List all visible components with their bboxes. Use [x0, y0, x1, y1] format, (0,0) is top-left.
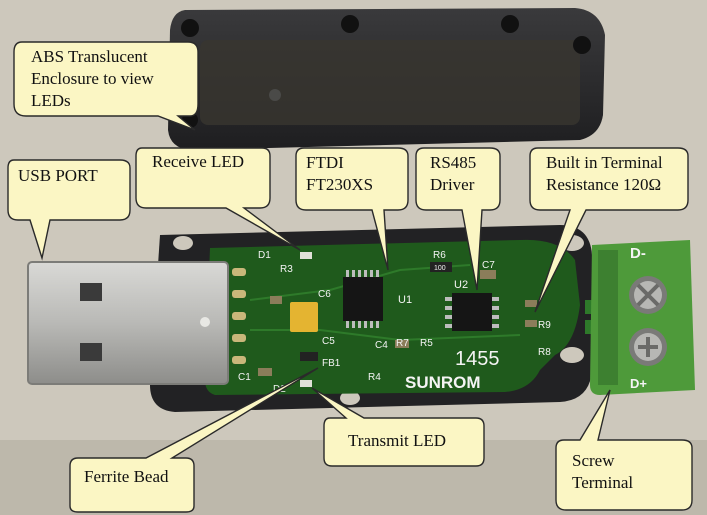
- callout-terminal-resistance-line1: Built in Terminal: [546, 153, 663, 172]
- callout-terminal-resistance-line2: Resistance 120Ω: [546, 175, 662, 194]
- pcb-label-u1: U1: [398, 294, 412, 306]
- pcb-label-r4: R4: [368, 372, 381, 383]
- pcb-label-c7: C7: [482, 260, 495, 271]
- callout-transmit-led-line1: Transmit LED: [348, 431, 447, 450]
- terminal-label-d-plus: D+: [630, 376, 647, 391]
- pcb-label-d1: D1: [258, 250, 271, 261]
- callout-enclosure-bubble: [13, 41, 199, 131]
- callout-receive-led-text: Receive LED: [152, 151, 244, 173]
- pcb-label-c1: C1: [238, 372, 251, 383]
- callout-usb-port-bubble: [7, 159, 131, 261]
- callout-rs485-text: RS485 Driver: [430, 152, 476, 196]
- pcb-label-c6: C6: [318, 289, 331, 300]
- callout-screw-terminal-bubble: [555, 389, 693, 511]
- callout-terminal-resistance-bubble: [529, 147, 689, 313]
- callout-ferrite-bead-bubble: [69, 367, 319, 513]
- terminal-label-d-minus: D-: [630, 245, 646, 262]
- callout-enclosure-line1: ABS Translucent: [31, 47, 148, 66]
- callout-usb-port-text: USB PORT: [18, 165, 98, 187]
- callout-rs485-bubble: [415, 147, 501, 291]
- callout-ferrite-bead-text: Ferrite Bead: [84, 466, 169, 488]
- callout-receive-led-line1: Receive LED: [152, 152, 245, 171]
- callout-enclosure-text: ABS Translucent Enclosure to view LEDs: [31, 46, 154, 112]
- pcb-label-r6: R6: [433, 250, 446, 261]
- callout-ferrite-bead-line1: Ferrite Bead: [84, 467, 169, 486]
- screw-terminal: D- D+: [585, 240, 695, 395]
- callout-enclosure-line3: LEDs: [31, 91, 71, 110]
- callout-receive-led-bubble: [135, 147, 301, 251]
- callout-rs485-line1: RS485: [430, 153, 477, 172]
- pcb-label-fb1: FB1: [322, 358, 341, 369]
- pcb-brand: SUNROM: [405, 373, 481, 392]
- callout-transmit-led-bubble: [311, 387, 485, 467]
- callout-screw-terminal-line1: Screw: [572, 451, 615, 470]
- pcb-label-r7: R7: [396, 338, 409, 349]
- callout-usb-port-line1: USB PORT: [18, 166, 98, 185]
- pcb-model: 1455: [455, 348, 500, 370]
- pcb-label-r9: R9: [538, 320, 551, 331]
- pcb-label-c4: C4: [375, 340, 388, 351]
- callout-transmit-led-text: Transmit LED: [348, 430, 446, 452]
- callout-terminal-resistance-text: Built in Terminal Resistance 120Ω: [546, 152, 663, 196]
- callout-ftdi-text: FTDI FT230XS: [306, 152, 373, 196]
- pcb-board: SUNROM 1455 U1 U2 D1 D2 R3 R4 R5 R6 100 …: [205, 239, 580, 395]
- pcb-label-u2: U2: [454, 279, 468, 291]
- pcb-label-r6-value: 100: [434, 265, 446, 272]
- pcb-label-r8: R8: [538, 347, 551, 358]
- enclosure-cover: [168, 8, 605, 150]
- callout-ftdi-line1: FTDI: [306, 153, 344, 172]
- callout-ftdi-bubble: [295, 147, 409, 271]
- usb-connector: [27, 261, 229, 385]
- pcb-label-r5: R5: [420, 338, 433, 349]
- callout-rs485-line2: Driver: [430, 175, 475, 194]
- pcb-label-c5: C5: [322, 336, 335, 347]
- pcb-label-r3: R3: [280, 264, 293, 275]
- callout-enclosure-line2: Enclosure to view: [31, 69, 154, 88]
- callout-screw-terminal-line2: Terminal: [572, 473, 634, 492]
- callout-ftdi-line2: FT230XS: [306, 175, 374, 194]
- callout-screw-terminal-text: Screw Terminal: [572, 450, 633, 494]
